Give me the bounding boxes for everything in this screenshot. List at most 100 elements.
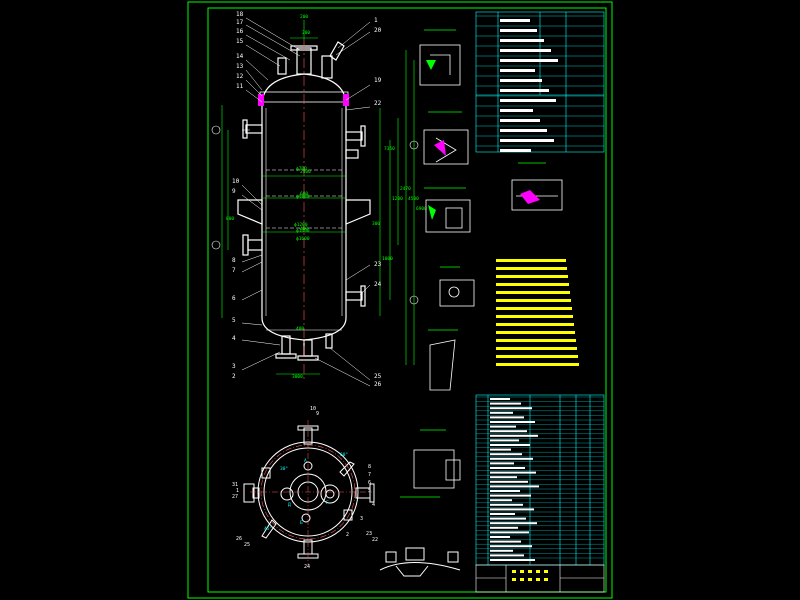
callout-number: 24 — [374, 281, 382, 288]
bom-cell — [490, 522, 537, 525]
design-table-cell — [500, 119, 540, 122]
bom-cell — [490, 407, 532, 410]
plan-callout: 6 — [368, 480, 371, 486]
plan-label: Д — [288, 502, 291, 508]
plan-callout: 8 — [368, 464, 371, 470]
bottom-nozzle-2 — [303, 339, 313, 357]
plan-label: 60° — [340, 452, 348, 458]
design-table-cell — [500, 139, 554, 142]
dimension-text: 2470 — [400, 186, 411, 192]
bottom-nozzle-1 — [281, 335, 291, 355]
dimension-text: 300 — [372, 221, 380, 227]
dimension-text: 1200 — [392, 196, 403, 202]
callout-number: 20 — [374, 27, 382, 34]
callout-number: 14 — [236, 53, 244, 60]
bom-cell — [490, 554, 524, 557]
note-line — [496, 339, 576, 342]
plan-callout: 25 — [244, 542, 250, 548]
note-line — [496, 307, 572, 310]
section-marker — [211, 125, 221, 135]
bom-cell — [490, 490, 520, 492]
bom-cell — [490, 549, 513, 552]
plan-callout: 24 — [304, 564, 310, 570]
design-table-cell — [500, 129, 547, 132]
note-line — [496, 299, 571, 302]
nozzle-left-1 — [245, 124, 263, 134]
plan-callout: 1 — [236, 488, 239, 494]
dimension-text: 450 — [300, 226, 308, 232]
inner-frame — [207, 7, 607, 593]
bom-cell — [490, 494, 531, 497]
dimension-lines — [221, 20, 415, 375]
bom-cell — [490, 453, 522, 456]
note-line — [496, 283, 569, 286]
plan-callout: 2 — [346, 532, 349, 538]
dimension-text: 800 — [226, 216, 234, 222]
dimension-text: 1000 — [382, 256, 393, 262]
callout-number: 15 — [236, 38, 244, 45]
support-lug-left — [237, 199, 263, 225]
callout-number: 23 — [374, 261, 382, 268]
callout-number: 8 — [232, 257, 236, 264]
bom-cell — [490, 416, 524, 419]
callout-number: 4 — [232, 335, 236, 342]
callout-number: 5 — [232, 317, 236, 324]
plan-callout: 7 — [368, 472, 371, 478]
callout-number: 11 — [236, 83, 244, 90]
bom-cell — [490, 434, 538, 437]
note-line — [496, 363, 579, 366]
notes-lines — [496, 259, 579, 366]
callout-number: 9 — [232, 188, 236, 195]
callout-number: 19 — [374, 77, 382, 84]
plan-callout: 31 — [232, 482, 238, 488]
callout-number: 3 — [232, 363, 236, 370]
nozzle-right-1 — [345, 131, 363, 141]
design-table-cell — [500, 19, 530, 22]
dimension-text: 200 — [300, 14, 308, 20]
design-table-rows — [476, 15, 604, 152]
plan-callout: 10 — [310, 406, 316, 412]
bom-cell — [490, 439, 519, 442]
support-lug-right — [345, 199, 371, 225]
bom-cell — [490, 531, 529, 534]
design-table-cell — [500, 39, 544, 42]
callout-number: 6 — [232, 295, 236, 302]
outlet-detail — [379, 547, 461, 577]
plan-callout: 5 — [368, 488, 371, 494]
design-table-cell — [500, 89, 549, 92]
bom-cell — [490, 536, 510, 538]
detail-highlights — [426, 60, 540, 220]
callout-number: 16 — [236, 28, 244, 35]
design-table-cell — [500, 79, 542, 82]
bom-cell — [490, 421, 535, 423]
plan-label: 30° — [280, 466, 288, 472]
bom-cell — [490, 471, 536, 474]
leader-lines-left — [241, 17, 301, 371]
plan-callout: 4 — [372, 502, 375, 508]
bom-cell — [490, 545, 532, 548]
callout-number: 26 — [374, 381, 382, 388]
callout-number: 25 — [374, 373, 382, 380]
design-table-cell — [500, 49, 551, 52]
bom-cell — [490, 398, 510, 400]
plan-callout: 9 — [316, 411, 319, 417]
dimension-text: 7350 — [384, 146, 395, 152]
plan-label: А — [304, 458, 307, 464]
callout-number: 12 — [236, 73, 244, 80]
dimension-text: 3000 — [292, 374, 303, 380]
section-marker — [409, 140, 419, 150]
note-line — [496, 323, 574, 326]
bom-cell — [490, 480, 528, 483]
diameter-text: ф1600 — [296, 236, 310, 242]
design-table-cell — [500, 69, 535, 72]
bom-cell — [490, 425, 516, 428]
note-line — [496, 259, 566, 262]
detail-labels — [400, 29, 546, 498]
bom-cell — [490, 411, 513, 414]
bom-cell — [490, 402, 521, 405]
nozzle-left-2 — [247, 239, 263, 251]
bom-cell — [490, 513, 515, 515]
section-marker — [211, 240, 221, 250]
title-block — [475, 564, 605, 593]
